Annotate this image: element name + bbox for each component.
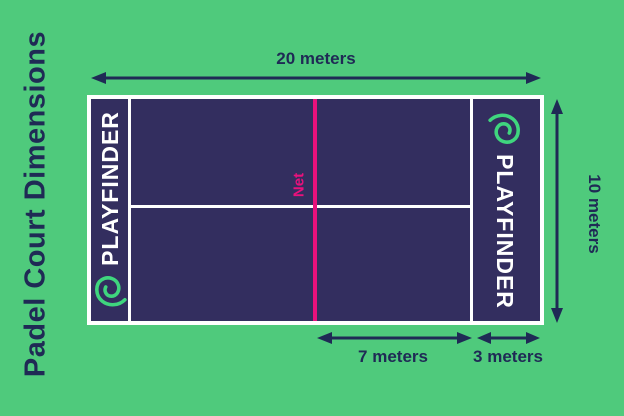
width-dimension-arrow <box>91 72 541 84</box>
playfinder-logo-icon <box>95 276 127 307</box>
brand-right: PLAYFINDER <box>488 111 522 309</box>
service-to-back-label: 3 meters <box>473 347 543 366</box>
net-line <box>313 99 317 321</box>
center-service-line <box>131 205 470 208</box>
net-to-service-label: 7 meters <box>358 347 428 366</box>
left-service-line <box>128 99 131 321</box>
padel-court: Net PLAYFINDER PLAYFINDER <box>87 95 544 325</box>
brand-left: PLAYFINDER <box>93 111 127 309</box>
width-dimension-label: 20 meters <box>276 49 356 68</box>
net-label: Net <box>290 172 308 198</box>
playfinder-logo-icon <box>488 113 520 144</box>
height-dimension-arrow <box>551 99 563 323</box>
brand-left-label: PLAYFINDER <box>96 111 123 266</box>
page-title: Padel Court Dimensions <box>19 30 52 378</box>
net-to-service-arrow <box>317 332 472 344</box>
brand-right-label: PLAYFINDER <box>492 154 519 309</box>
service-to-back-arrow <box>477 332 540 344</box>
height-dimension-label: 10 meters <box>585 174 604 254</box>
right-service-line <box>470 99 473 321</box>
